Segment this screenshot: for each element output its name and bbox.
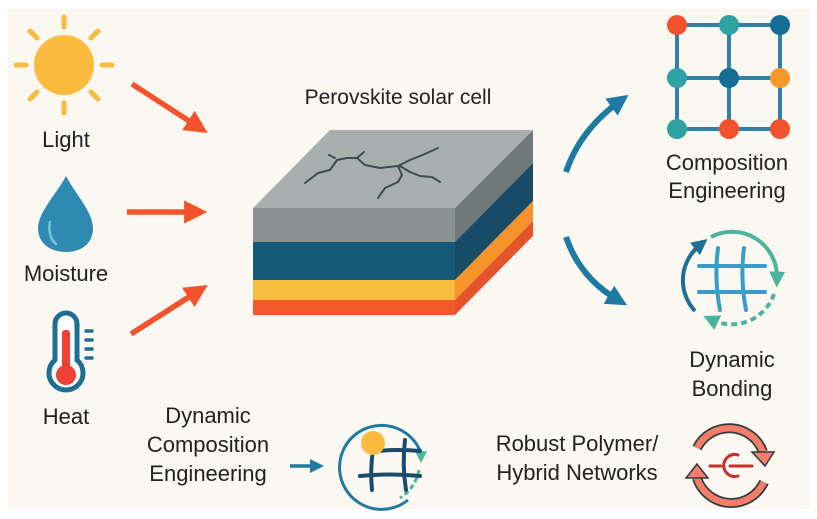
lattice-node	[719, 68, 739, 88]
perovskite-cell-block	[253, 130, 533, 315]
lattice-node	[770, 119, 790, 139]
dynamic-bond-cycle-icon	[680, 229, 786, 330]
bonding-label-line2: Bonding	[692, 376, 773, 401]
composition-label-line1: Composition	[666, 150, 788, 175]
sun-icon	[13, 14, 115, 116]
perovskite-layer-front	[253, 242, 455, 280]
thermometer-icon	[46, 310, 94, 393]
lattice-node	[667, 119, 687, 139]
lattice-node	[770, 15, 790, 35]
top-layer-side	[455, 130, 533, 242]
lattice-node	[770, 68, 790, 88]
substrate-layer-front	[253, 300, 455, 315]
transport-layer-side	[455, 201, 533, 300]
polymer-label-line1: Robust Polymer/	[496, 431, 660, 456]
to-bonding-arrow	[563, 236, 628, 306]
lattice-node	[667, 68, 687, 88]
light-stress-arrow	[130, 81, 208, 134]
dynamic-lattice-cycle-icon	[338, 423, 427, 511]
to-composition-arrow	[563, 94, 629, 173]
lattice-node	[667, 15, 687, 35]
heat-stress-arrow	[129, 285, 208, 337]
top-layer-front	[253, 208, 455, 242]
transport-layer-front	[253, 280, 455, 300]
dynamic-composition-label-line3: Engineering	[149, 461, 266, 486]
lattice-grid-icon	[667, 15, 790, 139]
heat-label: Heat	[43, 404, 89, 429]
lattice-node	[719, 15, 739, 35]
substrate-layer-side	[455, 221, 533, 315]
dynamic-composition-label-line2: Composition	[147, 432, 269, 457]
light-label: Light	[42, 127, 90, 152]
cell-title: Perovskite solar cell	[305, 86, 492, 109]
polymer-network-cycle-icon	[684, 423, 776, 508]
composition-label-line2: Engineering	[668, 178, 785, 203]
perovskite-layer-side	[455, 163, 533, 280]
dynamic-composition-label-line1: Dynamic	[165, 403, 251, 428]
polymer-label-line2: Hybrid Networks	[496, 460, 657, 485]
bonding-label-line1: Dynamic	[689, 347, 775, 372]
water-drop-icon	[38, 176, 93, 252]
crack-lines	[304, 147, 441, 199]
top-face	[253, 130, 533, 208]
moisture-label: Moisture	[24, 261, 108, 286]
lattice-node	[719, 119, 739, 139]
